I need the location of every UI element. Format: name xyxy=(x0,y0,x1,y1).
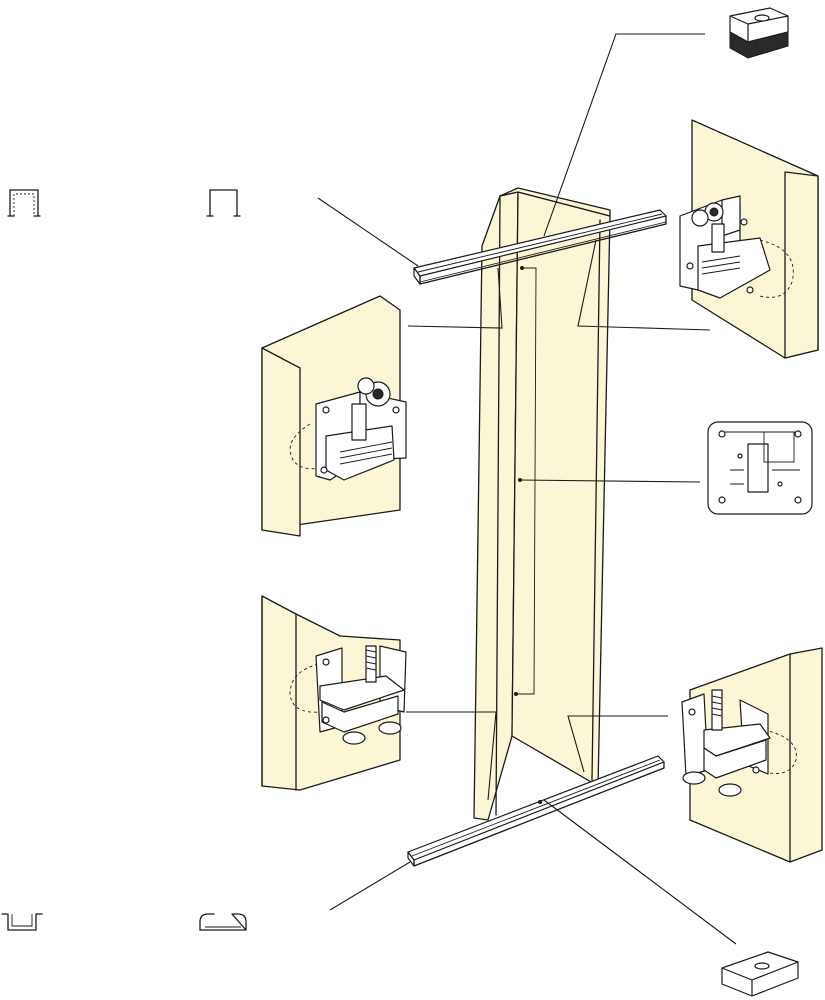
panel-connector-plate xyxy=(707,421,813,515)
bottom-track-profile-b xyxy=(199,913,247,931)
top-track-profile-a xyxy=(7,189,41,217)
bottom-track-stopper xyxy=(721,951,799,997)
bottom-right-pivot-bracket xyxy=(681,689,797,797)
top-right-hinge-roller xyxy=(679,195,794,299)
top-track-profile-b xyxy=(206,189,241,217)
top-track-stopper xyxy=(729,7,789,59)
bottom-track xyxy=(407,755,665,867)
bottom-track-profile-a xyxy=(1,913,43,931)
bottom-left-pivot-bracket xyxy=(289,645,407,745)
folding-door-panels xyxy=(473,187,611,821)
top-track xyxy=(413,209,667,285)
leader-lines xyxy=(317,33,737,945)
top-left-hinge-roller xyxy=(289,377,407,481)
